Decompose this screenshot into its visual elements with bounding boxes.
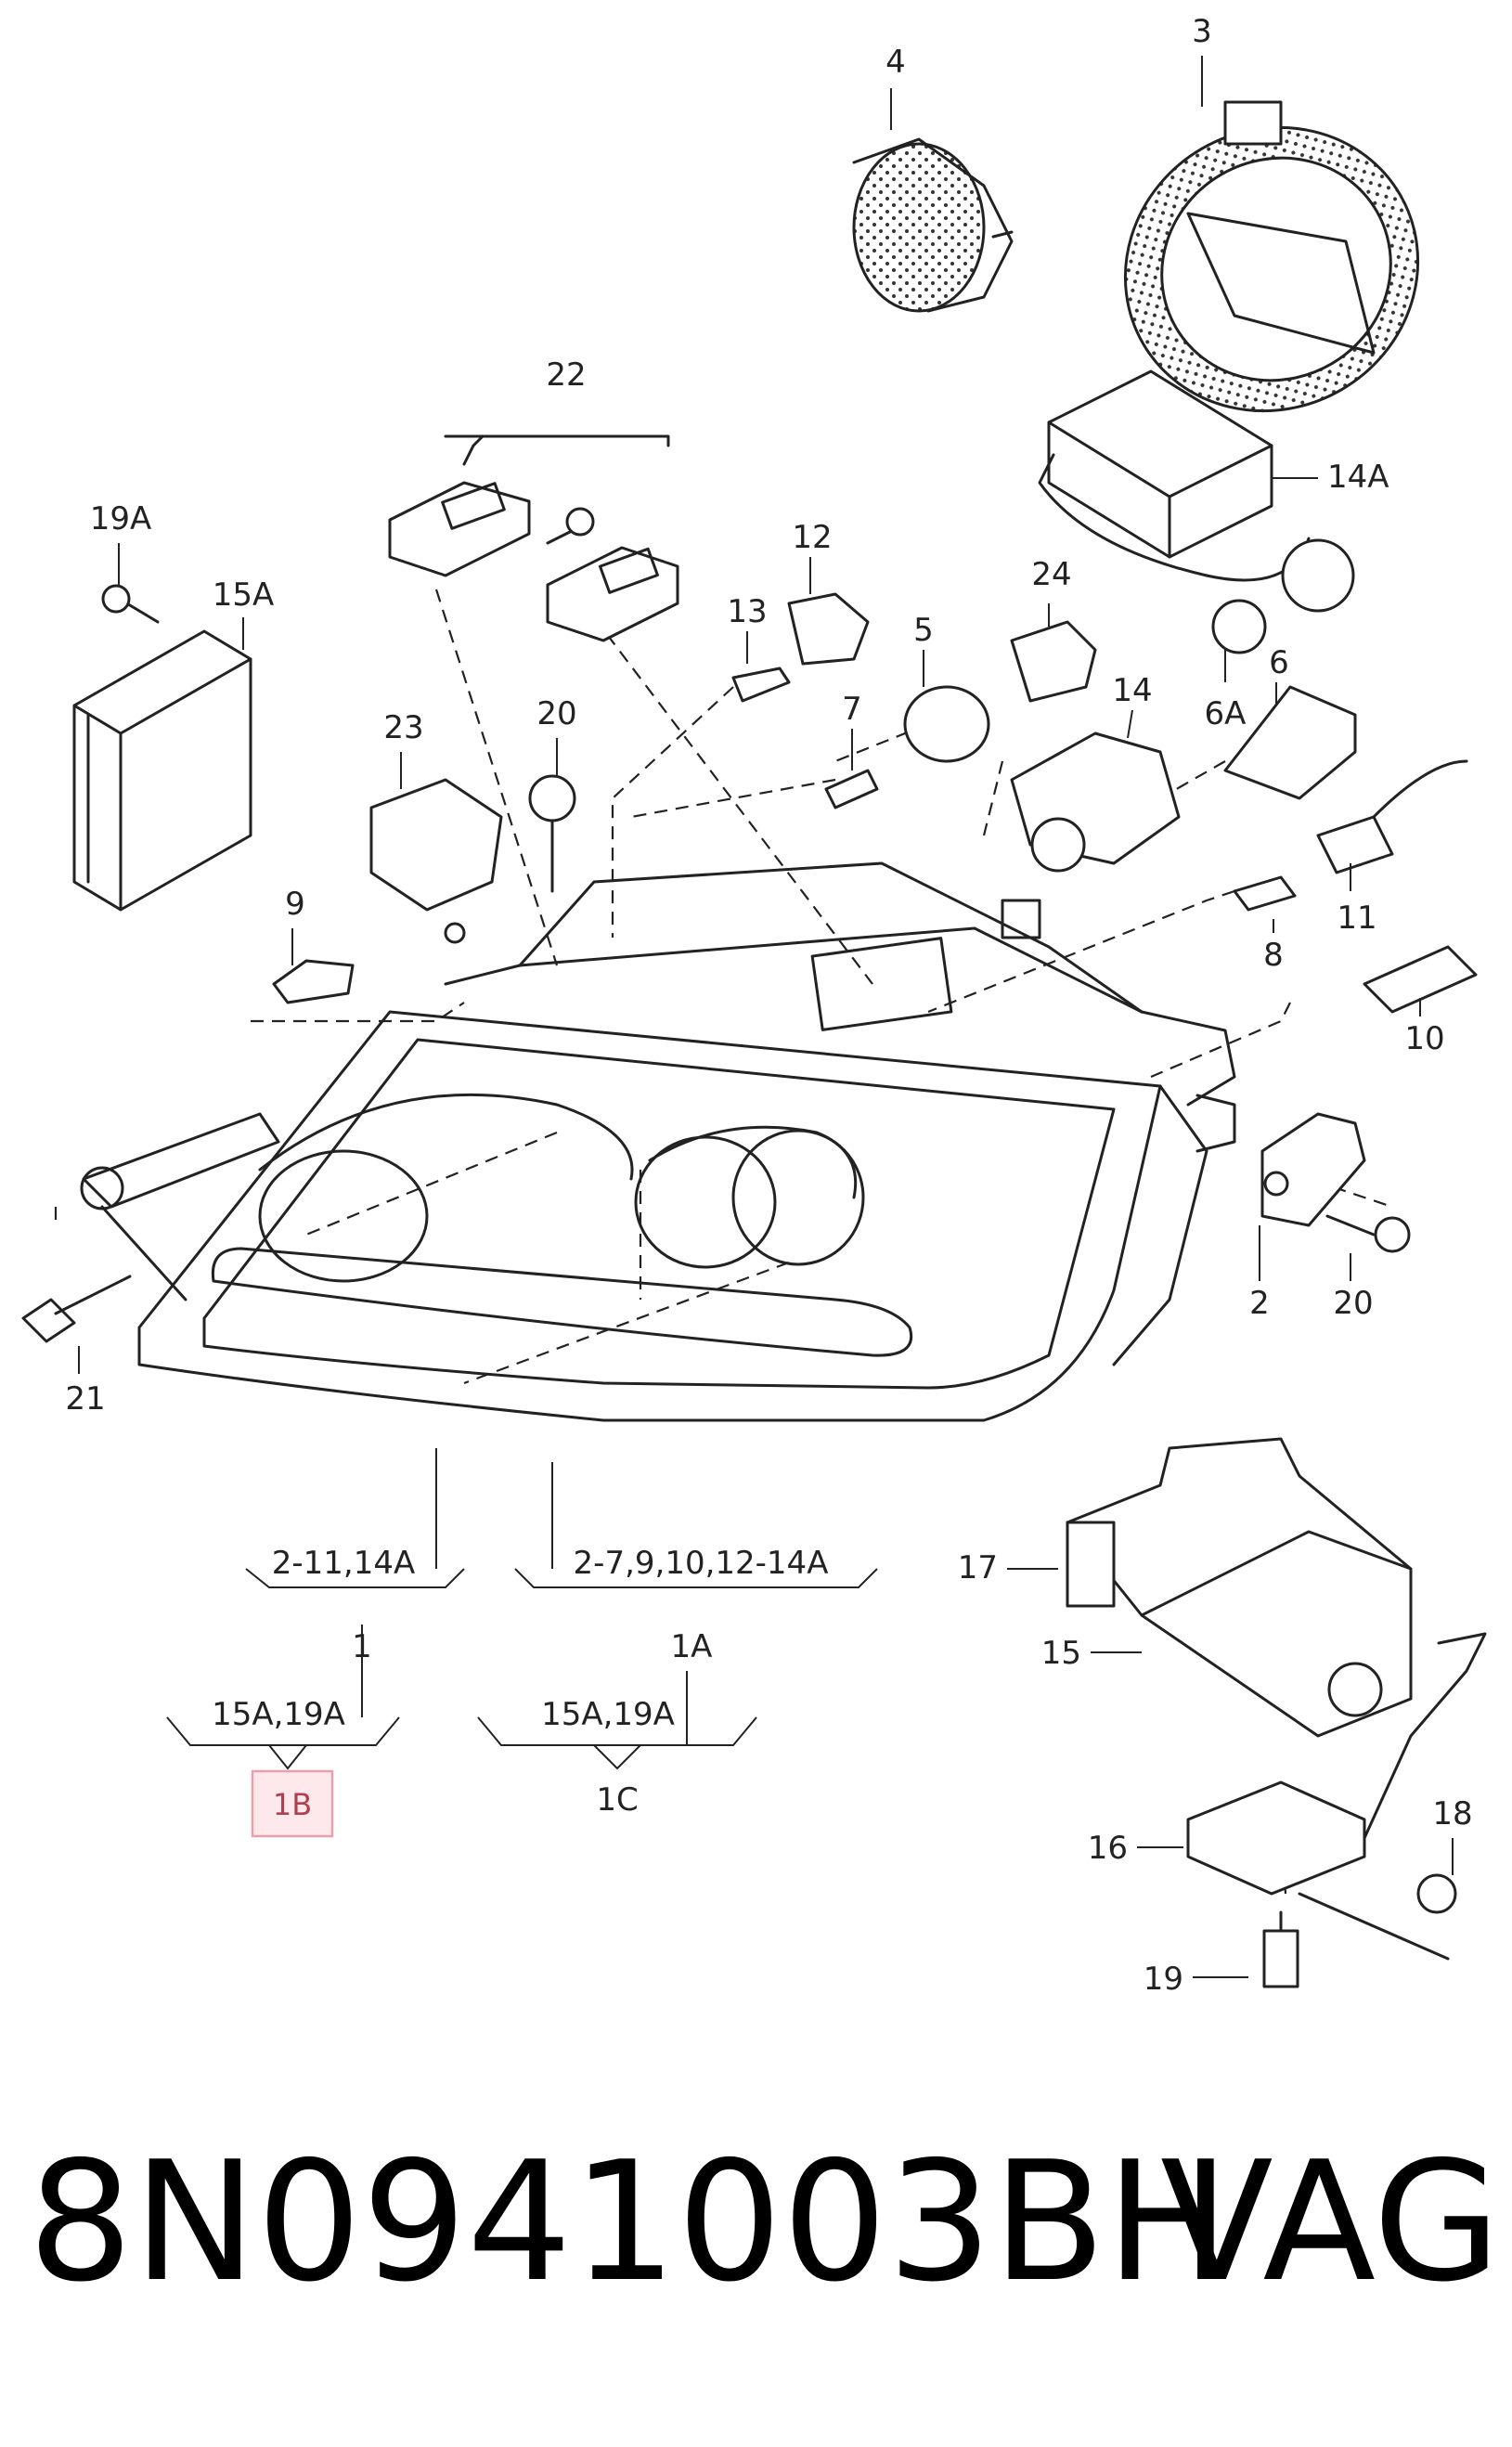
callout-14: 14 (1112, 672, 1152, 709)
part-22-brackets (388, 434, 679, 642)
group-1A-contents: 2-7,9,10,12-14A (574, 1545, 829, 1582)
callout-6A: 6A (1205, 695, 1247, 732)
callout-20-right: 20 (1333, 1285, 1373, 1322)
callout-20-top: 20 (536, 695, 576, 732)
callout-5: 5 (913, 612, 934, 649)
callout-12: 12 (792, 519, 832, 556)
callout-17: 17 (958, 1549, 998, 1586)
part-15-ecu-group (1066, 1437, 1487, 1988)
group-1-contents: 2-11,14A (272, 1545, 416, 1582)
callout-16: 16 (1088, 1830, 1128, 1867)
callout-15: 15 (1041, 1635, 1081, 1672)
highlight-box-1B (251, 1769, 334, 1838)
group-1C-contents: 15A,19A (541, 1696, 675, 1733)
callout-22: 22 (546, 356, 586, 394)
part-2-bracket-group (1260, 1112, 1411, 1253)
brand-name: VAG (1160, 2126, 1501, 2318)
part-4-cap (852, 137, 1014, 313)
callout-10: 10 (1404, 1020, 1444, 1057)
callout-18: 18 (1432, 1795, 1472, 1832)
part-19A-15A (72, 584, 252, 912)
part-21-bolt (21, 1275, 132, 1343)
part-bulbs-sockets (272, 592, 1478, 1014)
callout-23: 23 (383, 709, 423, 746)
callout-21: 21 (65, 1380, 105, 1418)
part-number: 8N0941003BH (28, 2126, 1230, 2318)
callout-7: 7 (842, 691, 862, 728)
callout-3: 3 (1192, 13, 1212, 50)
group-1B-contents: 15A,19A (212, 1696, 345, 1733)
callout-11: 11 (1337, 900, 1376, 937)
callout-1A: 1A (671, 1628, 713, 1665)
callout-1: 1 (352, 1628, 372, 1665)
callout-1B: 1B (273, 1787, 312, 1822)
callout-13: 13 (727, 593, 767, 630)
callout-8: 8 (1263, 937, 1284, 974)
part-3-seal (1123, 100, 1420, 413)
callout-14A: 14A (1327, 459, 1389, 496)
footer: 8N0941003BH VAG (28, 2126, 1501, 2318)
callout-2: 2 (1249, 1285, 1270, 1322)
callout-labels: 4 3 22 14A 12 19A 15A 13 5 24 6A 6 14 7 … (65, 13, 1472, 1998)
callout-19: 19 (1144, 1961, 1183, 1998)
part-14A-module (1038, 369, 1355, 654)
callout-24: 24 (1031, 556, 1071, 593)
headlight-housing (80, 861, 1236, 1422)
callout-19A: 19A (90, 500, 152, 537)
callout-9: 9 (285, 886, 305, 923)
leader-lines (78, 56, 1454, 1978)
callout-1C: 1C (596, 1781, 638, 1819)
callout-15A: 15A (213, 576, 275, 614)
callout-6: 6 (1269, 644, 1289, 681)
callout-4: 4 (885, 44, 906, 81)
